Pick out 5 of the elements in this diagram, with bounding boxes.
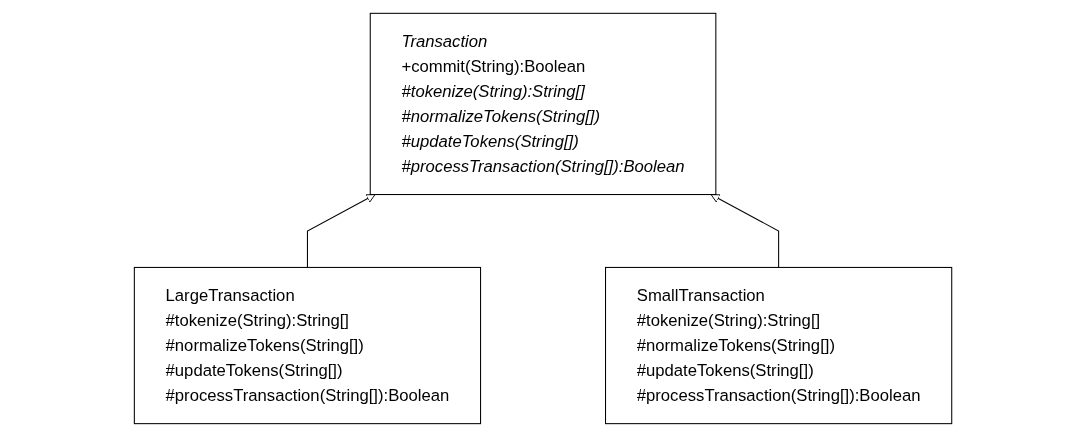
node-box: LargeTransaction #tokenize(String):String[] #normalizeTokens(String[]) #updateTokens(String[]) #processTransaction(String[]):Boolean bbox=[133, 266, 482, 425]
node-box: Transaction +commit(String):Boolean #tokenize(String):String[] #normalizeTokens(String[]) #updateTokens(String[]) #processTransaction(String[]):Boolean bbox=[369, 12, 717, 196]
arrow bbox=[710, 194, 780, 268]
arrow bbox=[306, 194, 376, 268]
node-box: SmallTransaction #tokenize(String):String[] #normalizeTokens(String[]) #updateTokens(String[]) #processTransaction(String[]):Boolean bbox=[604, 266, 953, 425]
